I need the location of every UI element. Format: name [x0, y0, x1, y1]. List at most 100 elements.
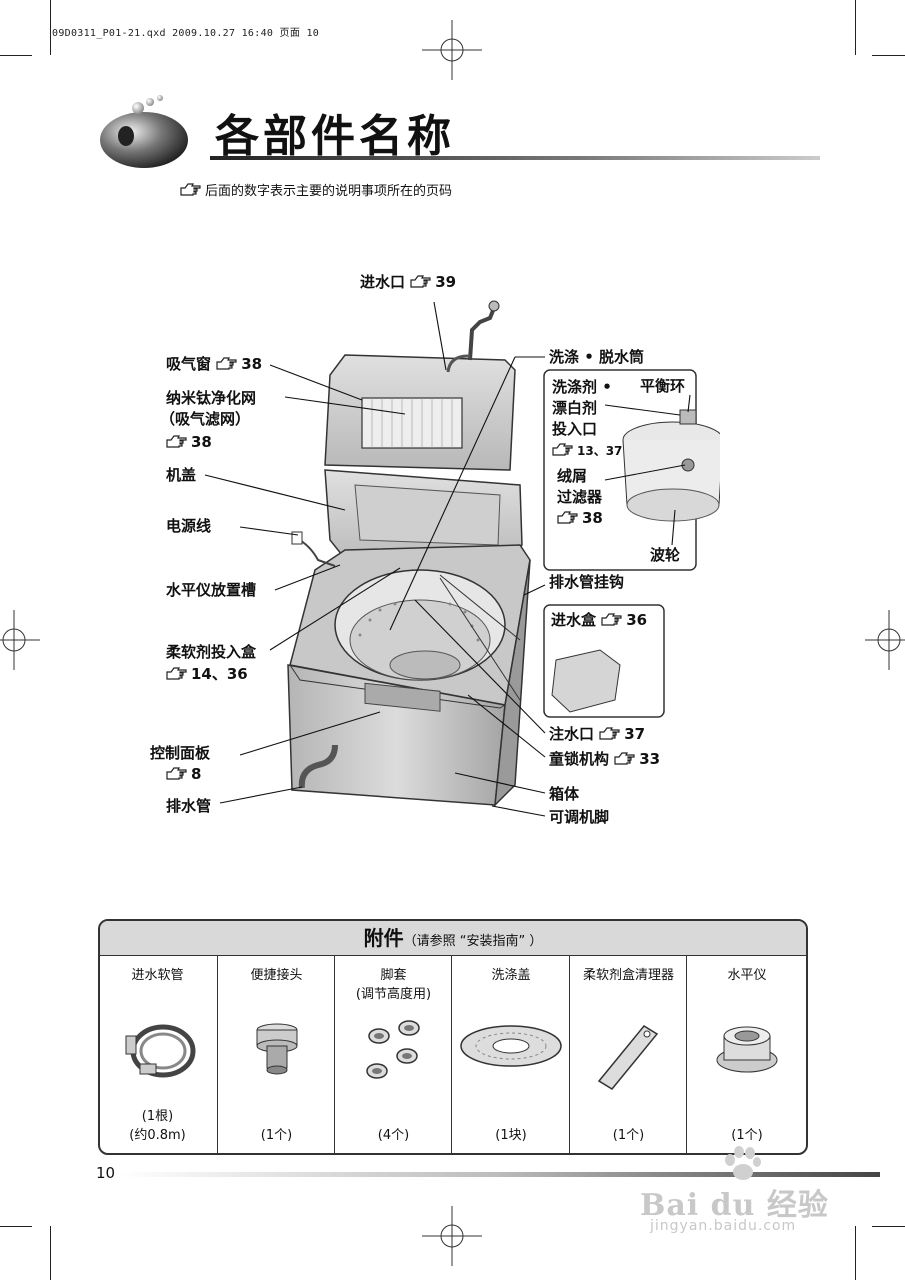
label-text: 可调机脚 [549, 808, 610, 826]
crop-mark [855, 0, 856, 55]
label-power-cord: 电源线 [166, 517, 211, 535]
label-text: 洗涤 • 脱水筒 [549, 348, 645, 366]
label-filter-net: 纳米钛净化网 [166, 389, 256, 407]
label-text: 注水口 [549, 725, 595, 743]
page-ref: 36 [626, 611, 648, 629]
label-text: 投入口 [552, 420, 598, 438]
pointing-hand-icon [410, 275, 431, 288]
label-drain-hook: 排水管挂钩 [549, 573, 624, 591]
page-ref: 37 [624, 725, 646, 743]
accessory-name: 进水软管 [131, 968, 184, 983]
label-text: 进水口 [360, 273, 406, 291]
accessory-name: 水平仪 [727, 968, 767, 983]
label-control-panel: 控制面板 [150, 744, 210, 762]
accessory-item: 洗涤盖 (1块) [451, 956, 570, 1153]
footer-rule [120, 1172, 880, 1177]
pointing-hand-icon [614, 752, 635, 765]
label-filter-net-page: 38 [166, 433, 212, 451]
label-control-panel-page: 8 [166, 765, 201, 783]
label-text: 机盖 [166, 466, 197, 484]
label-text: 吸气窗 [166, 355, 212, 373]
accessory-name: 脚套 [380, 968, 407, 983]
page-number: 10 [96, 1164, 116, 1182]
note-text: 后面的数字表示主要的说明事项所在的页码 [205, 184, 453, 199]
accessory-name: 洗涤盖 [491, 968, 531, 983]
label-drain-hose: 排水管 [166, 797, 211, 815]
watermark-brand: Bai du 经验 [640, 1188, 829, 1223]
label-softener-box-pages: 14、36 [166, 665, 248, 683]
page-ref: 33 [639, 750, 661, 768]
label-wash-tub: 洗涤 • 脱水筒 [549, 348, 644, 366]
label-text: 过滤器 [557, 488, 603, 506]
bubble-logo-icon [100, 95, 188, 168]
accessories-subtitle: （请参照 “安装指南” ） [403, 934, 543, 949]
label-cabinet: 箱体 [549, 785, 579, 803]
label-text: 柔软剂投入盒 [166, 643, 257, 661]
page-ref: 14、36 [191, 665, 248, 683]
label-text: 平衡环 [640, 377, 686, 395]
pointing-hand-icon [166, 667, 187, 680]
accessory-qty: (1个) [731, 1128, 763, 1143]
label-text: 洗涤剂 • [552, 378, 612, 396]
label-text: 波轮 [650, 546, 681, 564]
water-level-gauge-icon [716, 1026, 778, 1073]
label-text: 漂白剂 [552, 399, 598, 417]
wash-cover-icon [460, 1025, 562, 1067]
crop-mark [50, 0, 51, 55]
accessory-item: 水平仪 (1个) [686, 956, 806, 1153]
crop-mark [872, 55, 905, 56]
inlet-hose-icon [125, 1024, 195, 1078]
print-file-info: 09D0311_P01-21.qxd 2009.10.27 16:40 页面 1… [52, 28, 320, 39]
registration-mark-icon [865, 610, 905, 670]
label-text: 排水管 [166, 797, 212, 815]
watermark-url: jingyan.baidu.com [650, 1218, 797, 1234]
registration-mark-icon [0, 610, 40, 670]
accessory-item: 便捷接头 (1个) [217, 956, 335, 1153]
accessory-item: 进水软管 (1根) (约0.8m) [100, 956, 217, 1153]
label-level-slot: 水平仪放置槽 [166, 581, 256, 599]
label-filter-net-sub: （吸气滤网） [160, 410, 250, 428]
accessories-header: 附件（请参照 “安装指南” ） [100, 921, 806, 956]
accessory-qty-detail: (约0.8m) [129, 1128, 186, 1143]
label-text: 绒屑 [557, 467, 588, 485]
label-text: 进水盒 [551, 611, 597, 629]
foot-cover-icon [365, 1020, 420, 1079]
page-ref: 38 [191, 433, 212, 451]
pointing-hand-icon [216, 357, 237, 370]
crop-mark [855, 1226, 856, 1280]
label-detergent-inlet: 洗涤剂 • 漂白剂 投入口 13、37 [552, 377, 622, 462]
registration-mark-icon [422, 20, 482, 80]
accessory-qty: (1根) [141, 1109, 174, 1124]
label-child-lock: 童锁机构 33 [549, 750, 660, 768]
accessory-item: 柔软剂盒清理器 (1个) [569, 956, 687, 1153]
accessory-qty: (1个) [612, 1128, 645, 1143]
label-text: 纳米钛净化网 [166, 389, 257, 407]
accessory-name: 便捷接头 [250, 968, 303, 983]
crop-mark [872, 1226, 905, 1227]
label-water-injection: 注水口 37 [549, 725, 645, 743]
accessory-item: 脚套 (调节高度用) (4个) [334, 956, 452, 1153]
page-reference-note: 后面的数字表示主要的说明事项所在的页码 [180, 180, 452, 199]
label-text: 控制面板 [150, 744, 211, 762]
accessory-qty: (4个) [377, 1128, 410, 1143]
label-text: 箱体 [549, 785, 580, 803]
pointing-hand-icon [557, 511, 578, 524]
page-title: 各部件名称 [215, 111, 455, 162]
accessories-table: 附件（请参照 “安装指南” ） 进水软管 (1根) (约0.8m) 便捷接头 (1… [98, 919, 808, 1155]
pointing-hand-icon [180, 183, 201, 196]
label-balance-ring: 平衡环 [640, 377, 685, 395]
registration-mark-icon [422, 1206, 482, 1266]
quick-connector-icon [256, 1023, 297, 1075]
pointing-hand-icon [166, 767, 187, 780]
crop-mark [0, 1226, 32, 1227]
accessory-name-detail: (调节高度用) [355, 987, 432, 1002]
accessory-qty: (1块) [495, 1128, 527, 1143]
pointing-hand-icon [552, 443, 573, 456]
page-ref: 13、37 [577, 444, 623, 458]
label-air-window: 吸气窗 38 [166, 355, 262, 373]
label-text: 童锁机构 [549, 750, 610, 768]
title-underline [210, 156, 820, 160]
label-softener-box: 柔软剂投入盒 [166, 643, 256, 661]
label-water-inlet: 进水口 39 [360, 273, 456, 291]
page-ref: 38 [241, 355, 263, 373]
